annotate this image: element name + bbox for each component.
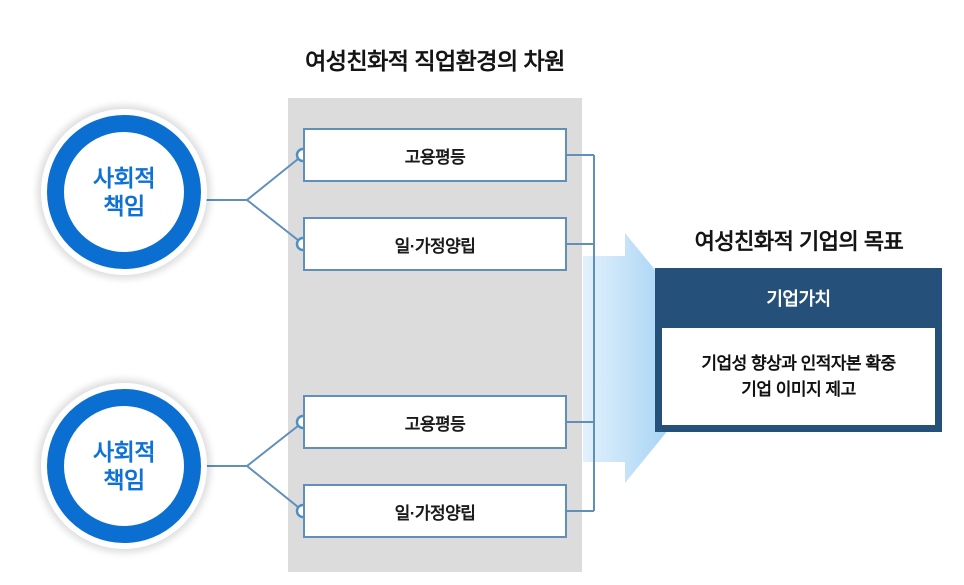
goal-title: 여성친화적 기업의 목표	[694, 229, 904, 254]
social-responsibility-circle: 사회적 책임	[47, 389, 201, 543]
left-connector-lines	[201, 154, 304, 512]
goal-box-body: 기업성 향상과 인적자본 확중 기업 이미지 제고	[662, 328, 935, 425]
goal-box: 기업가치 기업성 향상과 인적자본 확중 기업 이미지 제고	[655, 268, 942, 432]
circle-label: 사회적 책임	[93, 439, 155, 493]
dimension-box-work-family-balance: 일·가정양립	[303, 217, 567, 271]
dimension-title: 여성친화적 직업환경의 차원	[305, 48, 565, 74]
right-connector-lines	[567, 154, 595, 512]
circle-label: 사회적 책임	[93, 165, 155, 219]
dimension-box-employment-equality: 고용평등	[303, 128, 567, 182]
dimension-box-employment-equality: 고용평등	[303, 395, 567, 449]
goal-box-body-line: 기업성 향상과 인적자본 확중	[701, 353, 896, 373]
dimension-box-work-family-balance: 일·가정양립	[303, 484, 567, 538]
goal-box-body-line: 기업 이미지 제고	[741, 379, 856, 399]
goal-box-header: 기업가치	[766, 289, 831, 309]
social-responsibility-circle: 사회적 책임	[47, 115, 201, 269]
